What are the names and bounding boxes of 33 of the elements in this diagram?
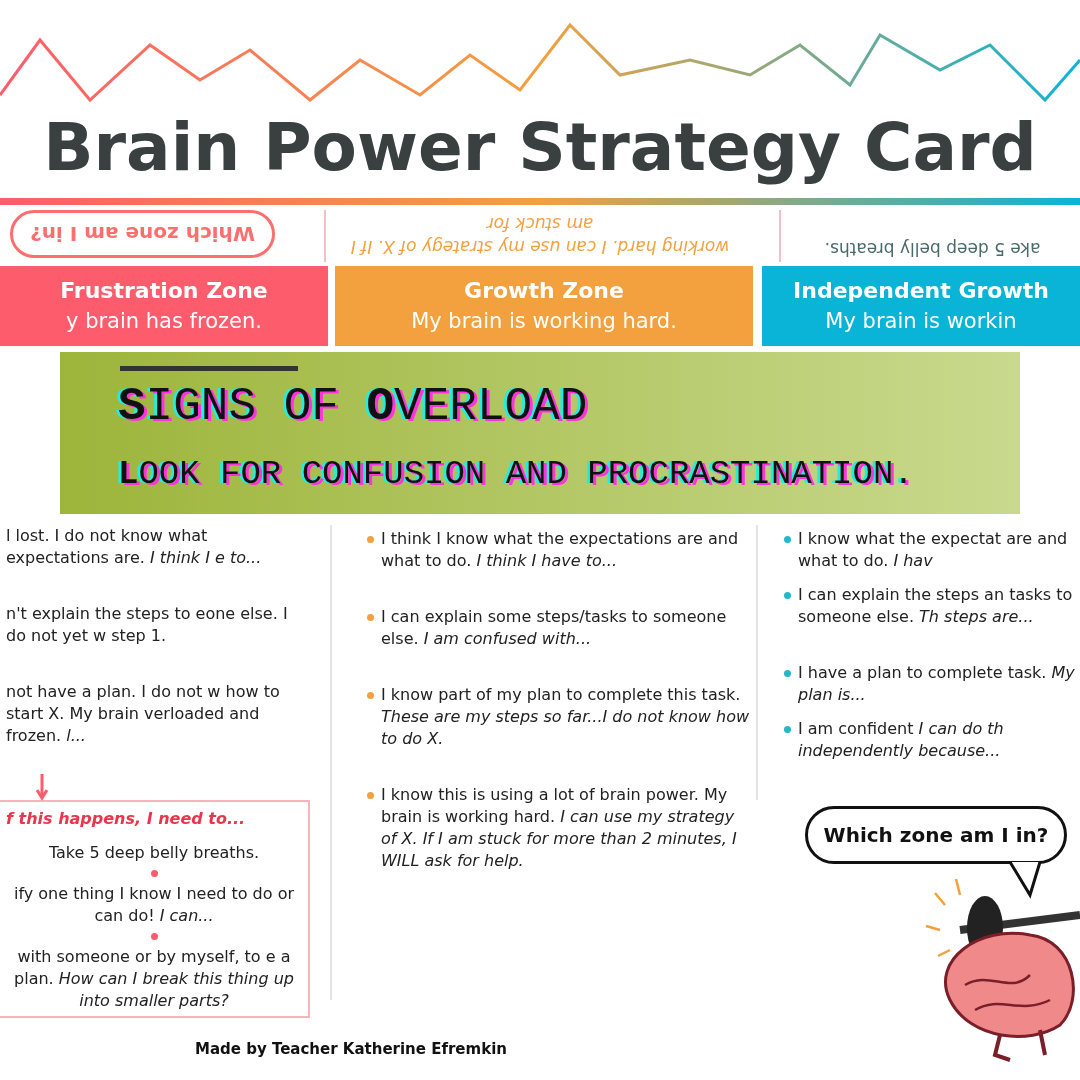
action-step: ify one thing I know I need to do or can do! I can... — [6, 883, 302, 927]
strategy-item: not have a plan. I do not w how to start X. My brain verloaded and frozen. l... — [6, 681, 306, 771]
overlay-heading: SIGNS OF OVERLOAD — [118, 380, 589, 435]
credit-text: Made by Teacher Katherine Efremkin — [195, 1040, 508, 1060]
mirrored-text: working hard. I can use my strategy of X. If I am stuck for — [349, 213, 731, 258]
action-box — [0, 800, 310, 1018]
strategy-item: I know part of my plan to complete this task. These are my steps so far...I do not know how to do X. — [365, 684, 750, 774]
overlay-subheading: LOOK FOR CONFUSION AND PROCRASTINATION. — [118, 454, 915, 495]
action-step: with someone or by myself, to e a plan. How can I break this thing up into smaller parts? — [6, 946, 302, 1012]
zone-subtitle: My brain is working hard. — [410, 308, 678, 335]
zone-header — [762, 266, 1080, 346]
action-step: Take 5 deep belly breaths. — [6, 842, 302, 864]
mirrored-speech-pill: Which zone am I in? — [10, 210, 275, 258]
zone-subtitle: y brain has frozen. — [65, 308, 263, 335]
zone-header — [0, 266, 328, 346]
mirrored-text: ake 5 deep belly breaths. — [823, 238, 1042, 260]
strategy-item: n't explain the steps to eone else. I do not yet w step 1. — [6, 603, 306, 671]
strategy-item: I can explain the steps an tasks to someone else. Th steps are... — [782, 584, 1080, 652]
strategy-item: I think I know what the expectations are and what to do. I think I have to... — [365, 528, 750, 596]
strategy-item: I can explain some steps/tasks to someone else. I am confused with... — [365, 606, 750, 674]
zone-title: Frustration Zone — [59, 277, 269, 305]
zone-title: Independent Growth — [792, 277, 1050, 305]
strategy-item: I know what the expectat are and what to do. I hav — [782, 528, 1080, 574]
strategy-item: I know this is using a lot of brain power. My brain is working hard. I can use my strategy of X. If I am stuck for more than 2 minutes, I WILL ask for help. — [365, 784, 750, 896]
zone-subtitle: My brain is workin — [824, 308, 1018, 335]
arrow — [35, 774, 49, 800]
strategy-item: l lost. I do not know what expectations are. I think I e to... — [6, 525, 306, 593]
title: Brain Power Strategy Card — [42, 108, 1038, 188]
strategy-item: I have a plan to complete task. My plan is... — [782, 662, 1080, 708]
zone-header — [335, 266, 753, 346]
strategy-item: I am confident I can do th independently because... — [782, 718, 1080, 764]
box-heading: f this happens, I need to... — [6, 808, 247, 830]
zone-title: Growth Zone — [463, 277, 625, 305]
